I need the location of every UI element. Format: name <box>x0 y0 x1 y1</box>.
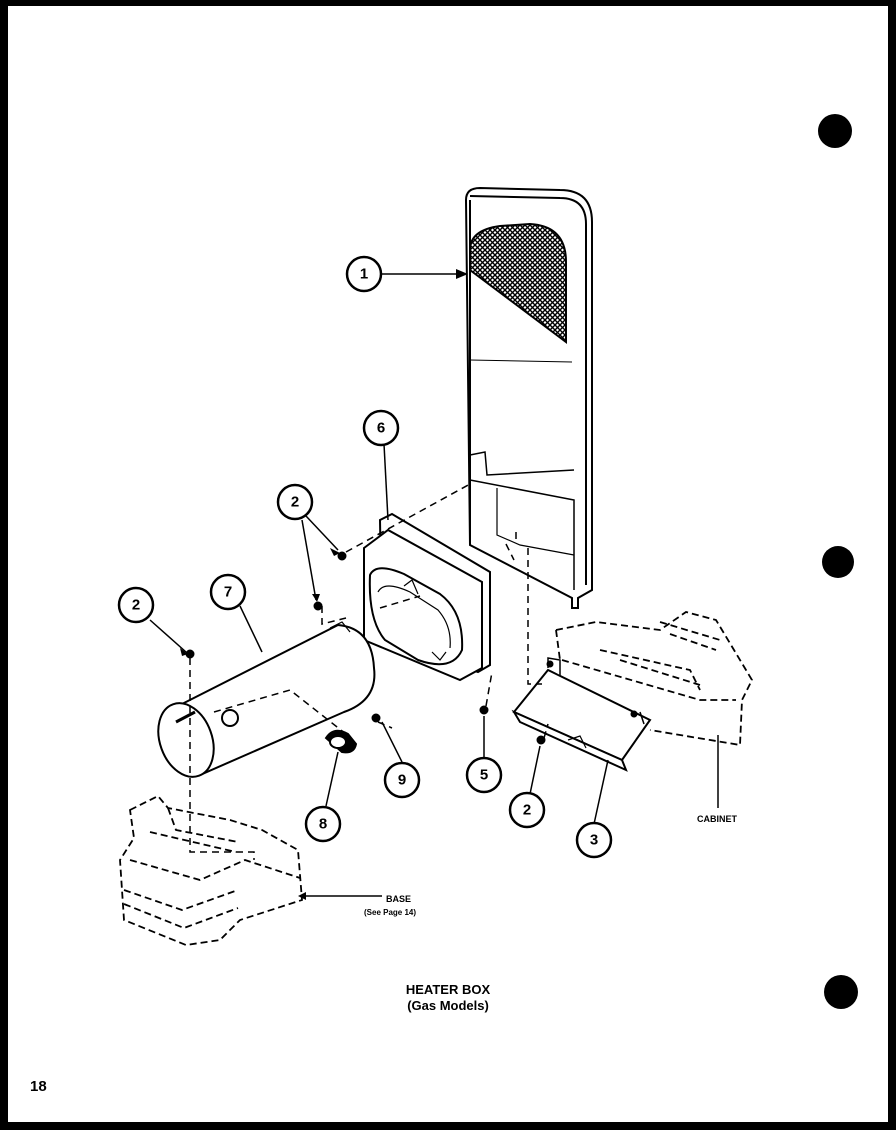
igniter-part <box>324 729 358 754</box>
callout-8: 8 <box>304 805 342 843</box>
callout-label: 2 <box>523 802 531 819</box>
callout-7: 7 <box>209 573 247 611</box>
callout-label: 3 <box>590 832 598 849</box>
callout-2a: 2 <box>276 483 314 521</box>
base-label: BASE <box>386 894 411 904</box>
base-section <box>119 794 303 946</box>
leader-arrowheads <box>180 269 468 900</box>
screws <box>185 551 638 745</box>
callout-label: 7 <box>224 584 232 601</box>
callout-label: 1 <box>360 266 368 283</box>
callout-2b: 2 <box>117 586 155 624</box>
callout-5: 5 <box>465 756 503 794</box>
callout-label: 5 <box>480 767 488 784</box>
callout-label: 2 <box>291 494 299 511</box>
callout-3: 3 <box>575 821 613 859</box>
mounting-bracket-part <box>511 657 652 772</box>
callout-label: 9 <box>398 772 406 789</box>
callout-label: 8 <box>319 816 327 833</box>
burner-tube-part <box>157 621 376 778</box>
callout-6: 6 <box>362 409 400 447</box>
callout-9: 9 <box>383 761 421 799</box>
page-number: 18 <box>30 1078 47 1095</box>
callout-label: 2 <box>132 597 140 614</box>
duct-collar-part <box>363 512 491 682</box>
punch-hole-top <box>818 114 852 148</box>
diagram-subtitle: (Gas Models) <box>407 998 489 1013</box>
callout-2c: 2 <box>508 791 546 829</box>
assembly-lines <box>189 483 549 860</box>
callout-1: 1 <box>345 255 383 293</box>
cabinet-label: CABINET <box>697 814 738 824</box>
cabinet-section <box>555 611 754 747</box>
lint-screen-mesh <box>469 222 567 344</box>
base-reference-label: (See Page 14) <box>364 908 416 917</box>
punch-hole-bottom <box>824 975 858 1009</box>
diagram-title: HEATER BOX <box>405 982 491 997</box>
leader-lines <box>149 273 719 897</box>
punch-hole-middle <box>822 546 854 578</box>
callout-label: 6 <box>377 420 385 437</box>
